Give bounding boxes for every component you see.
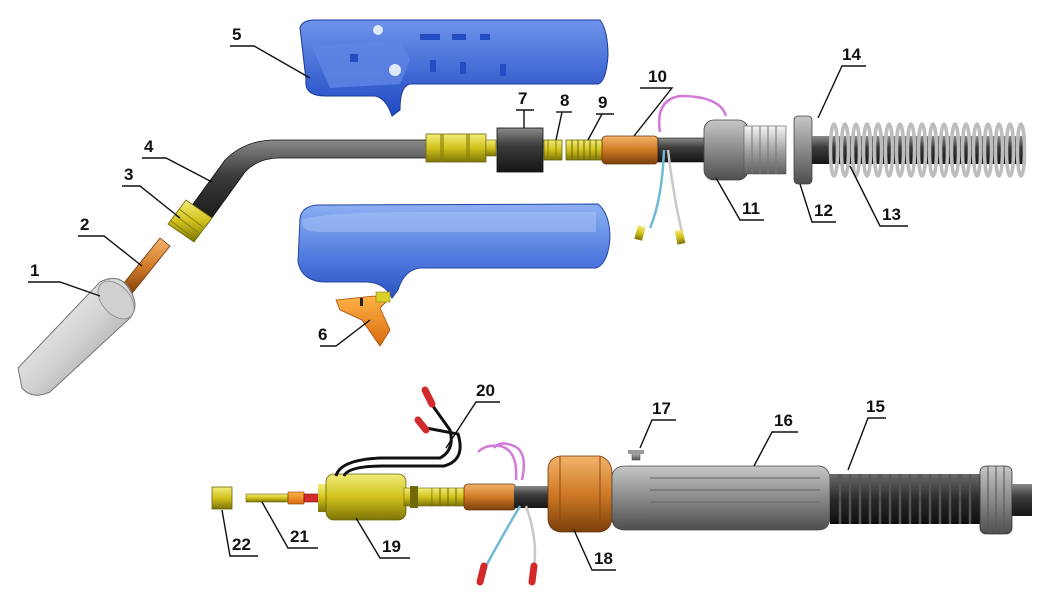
part-6-trigger bbox=[335, 291, 391, 347]
callout-label-20: 20 bbox=[476, 381, 495, 400]
part-15-boot bbox=[830, 465, 1032, 535]
spring-coil bbox=[839, 122, 851, 178]
spring-coil bbox=[960, 122, 972, 178]
callout-label-6: 6 bbox=[318, 325, 327, 344]
callout-label-7: 7 bbox=[518, 89, 527, 108]
callout-label-13: 13 bbox=[882, 205, 901, 224]
callout-17: 17 bbox=[639, 399, 676, 449]
callout-label-21: 21 bbox=[290, 527, 309, 546]
spring-coil bbox=[916, 122, 928, 178]
part-21-pin bbox=[245, 491, 323, 505]
callout-2: 2 bbox=[78, 215, 143, 267]
spring-coil bbox=[971, 122, 983, 178]
callout-5: 5 bbox=[230, 25, 311, 79]
spring-coil bbox=[872, 122, 884, 178]
part-9-threaded-sleeve bbox=[565, 139, 607, 161]
callout-label-17: 17 bbox=[652, 399, 671, 418]
callout-label-22: 22 bbox=[232, 535, 251, 554]
part-13-spring bbox=[828, 122, 1027, 178]
callout-15: 15 bbox=[847, 397, 886, 471]
part-1-nozzle bbox=[17, 277, 136, 396]
callout-label-15: 15 bbox=[866, 397, 885, 416]
callout-label-9: 9 bbox=[598, 93, 607, 112]
callout-label-2: 2 bbox=[80, 215, 89, 234]
callout-label-14: 14 bbox=[842, 45, 861, 64]
part-17-screw bbox=[628, 450, 644, 461]
spring-coil bbox=[1004, 122, 1016, 178]
callout-label-5: 5 bbox=[232, 25, 241, 44]
spring-coil bbox=[850, 122, 862, 178]
part-11-body bbox=[703, 119, 787, 181]
callout-7: 7 bbox=[516, 89, 534, 128]
callout-22: 22 bbox=[221, 509, 258, 557]
callout-9: 9 bbox=[587, 93, 614, 141]
part-bottom-threaded-sleeve bbox=[431, 483, 554, 511]
callout-16: 16 bbox=[753, 411, 798, 467]
callout-3: 3 bbox=[122, 165, 181, 219]
spring-coil bbox=[982, 122, 994, 178]
callout-label-8: 8 bbox=[560, 91, 569, 110]
spring-coil bbox=[993, 122, 1005, 178]
callout-21: 21 bbox=[261, 501, 318, 549]
callout-label-19: 19 bbox=[382, 537, 401, 556]
spring-coil bbox=[861, 122, 873, 178]
callout-4: 4 bbox=[142, 137, 213, 183]
callout-12: 12 bbox=[799, 183, 836, 223]
callout-label-3: 3 bbox=[124, 165, 133, 184]
part-18-hex-nut bbox=[547, 455, 613, 533]
part-22-insulator bbox=[211, 486, 233, 510]
part-handle-shell-bottom bbox=[297, 203, 611, 299]
part-7-block bbox=[496, 127, 544, 173]
callout-19: 19 bbox=[355, 517, 410, 559]
callout-13: 13 bbox=[849, 165, 908, 227]
top-wires bbox=[634, 94, 728, 245]
callout-6: 6 bbox=[318, 319, 371, 347]
callout-label-16: 16 bbox=[774, 411, 793, 430]
part-5-handle-shell-top bbox=[299, 19, 609, 117]
spring-coil bbox=[905, 122, 917, 178]
part-3-diffuser bbox=[167, 199, 213, 243]
callout-label-11: 11 bbox=[742, 199, 760, 218]
part-16-grip bbox=[611, 465, 831, 531]
callout-8: 8 bbox=[555, 91, 572, 141]
spring-coil bbox=[828, 122, 840, 178]
part-8-nut bbox=[543, 139, 563, 161]
part-10-copper-fitting bbox=[601, 135, 707, 165]
callout-label-18: 18 bbox=[594, 549, 613, 568]
spring-coil bbox=[927, 122, 939, 178]
callout-label-1: 1 bbox=[30, 261, 39, 280]
spring-coil bbox=[938, 122, 950, 178]
part-19-switch-housing bbox=[318, 473, 433, 521]
callout-label-10: 10 bbox=[648, 67, 667, 86]
spring-coil bbox=[894, 122, 906, 178]
callout-1: 1 bbox=[28, 261, 101, 297]
callout-11: 11 bbox=[715, 177, 764, 221]
bottom-wires bbox=[476, 442, 538, 586]
callout-18: 18 bbox=[573, 529, 616, 571]
part-neck-coupler bbox=[425, 133, 497, 163]
spring-coil bbox=[1015, 122, 1027, 178]
callout-label-12: 12 bbox=[814, 201, 833, 220]
spring-coil bbox=[883, 122, 895, 178]
callout-20: 20 bbox=[445, 381, 500, 449]
callout-label-4: 4 bbox=[144, 137, 154, 156]
part-20-wires bbox=[334, 386, 462, 477]
spring-coil bbox=[949, 122, 961, 178]
callout-10: 10 bbox=[633, 67, 674, 137]
callout-14: 14 bbox=[817, 45, 866, 119]
part-12-ring bbox=[793, 115, 830, 185]
